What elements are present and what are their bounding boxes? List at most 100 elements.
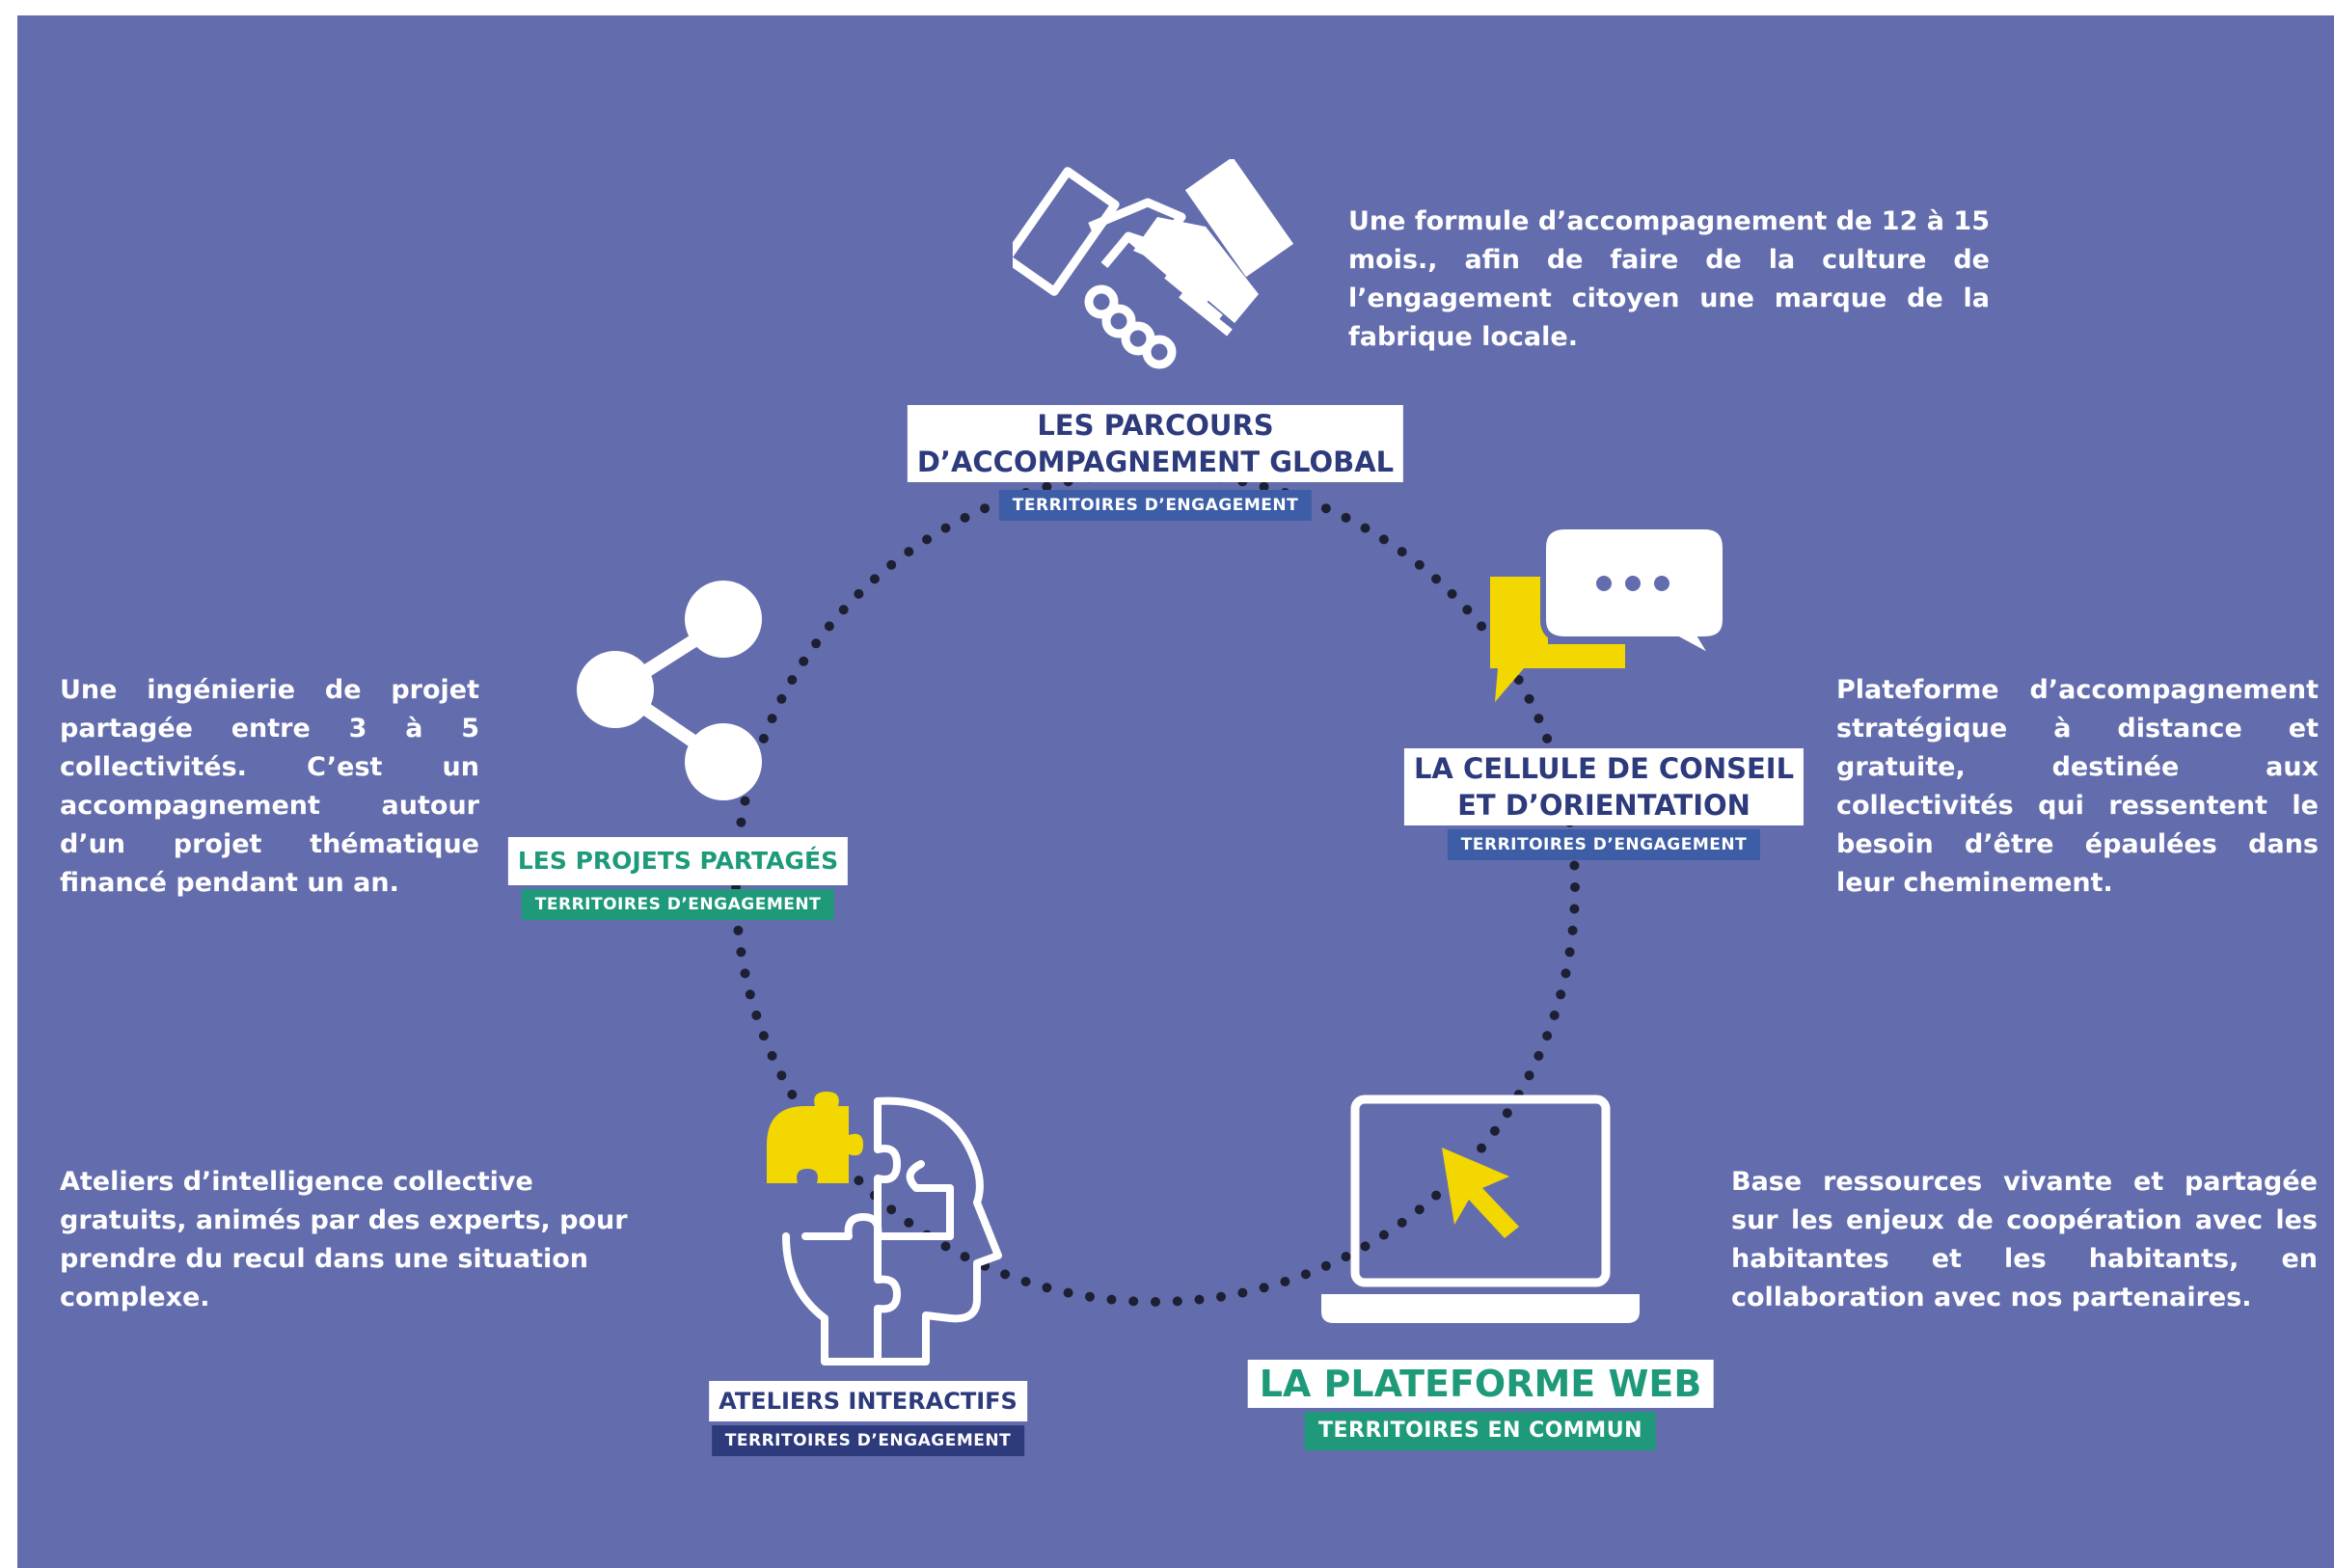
handshake-icon bbox=[1013, 159, 1294, 369]
ring-dot bbox=[1414, 559, 1425, 570]
ring-dot bbox=[811, 638, 822, 649]
ring-dot bbox=[904, 1217, 914, 1228]
ring-dot bbox=[733, 925, 744, 935]
plateforme-tag: TERRITOIRES EN COMMUN bbox=[1305, 1412, 1656, 1450]
parcours-title-line1: LES PARCOURS bbox=[1037, 409, 1274, 442]
ring-dot bbox=[1237, 1287, 1248, 1298]
ring-dot bbox=[1564, 947, 1575, 958]
ring-dot bbox=[1042, 1283, 1052, 1293]
ring-dot bbox=[1570, 882, 1580, 892]
ring-dot bbox=[740, 968, 750, 979]
ring-dot bbox=[1378, 1230, 1389, 1240]
ring-dot bbox=[1431, 574, 1442, 584]
ring-dot bbox=[824, 621, 834, 632]
ateliers-title: ATELIERS INTERACTIFS bbox=[709, 1381, 1027, 1421]
ring-dot bbox=[1063, 1287, 1073, 1298]
ring-dot bbox=[1556, 989, 1566, 1000]
ring-dot bbox=[1259, 1283, 1269, 1293]
ring-dot bbox=[751, 1010, 762, 1020]
ring-dot bbox=[1542, 733, 1553, 743]
ring-dot bbox=[1300, 1269, 1311, 1280]
ring-dot bbox=[1542, 1031, 1553, 1041]
ring-dot bbox=[1502, 1108, 1512, 1119]
cellule-description: Plateforme d’accompagnement stratégique … bbox=[1836, 675, 2319, 898]
ring-dot bbox=[1561, 968, 1571, 979]
parcours-title: LES PARCOURS D’ACCOMPAGNEMENT GLOBAL bbox=[907, 405, 1404, 482]
ring-dot bbox=[1567, 925, 1578, 935]
ring-dot bbox=[767, 714, 777, 724]
puzzle-head-icon bbox=[767, 1092, 1002, 1365]
ring-dot bbox=[736, 817, 746, 827]
ring-dot bbox=[960, 512, 970, 523]
ring-dot bbox=[1397, 547, 1407, 557]
ring-dot bbox=[1569, 860, 1580, 871]
ring-dot bbox=[1378, 534, 1389, 545]
ring-dot bbox=[1477, 1143, 1487, 1153]
cellule-tag: TERRITOIRES D’ENGAGEMENT bbox=[1447, 829, 1761, 860]
ring-dot bbox=[1085, 1291, 1095, 1302]
ring-dot bbox=[1128, 1296, 1139, 1307]
projets-title: LES PROJETS PARTAGÉS bbox=[507, 837, 849, 885]
cellule-label: LA CELLULE DE CONSEIL ET D’ORIENTATION T… bbox=[1403, 748, 1805, 860]
ring-dot bbox=[1462, 605, 1473, 615]
ring-dot bbox=[1151, 1297, 1160, 1307]
ring-dot bbox=[886, 1204, 897, 1215]
ring-dot bbox=[1106, 1294, 1117, 1305]
ring-dot bbox=[1216, 1291, 1226, 1302]
ring-dot bbox=[776, 1070, 787, 1081]
chat-bubbles-icon bbox=[1490, 524, 1728, 702]
ring-dot bbox=[1489, 1125, 1500, 1136]
ring-dot bbox=[1341, 512, 1351, 523]
ring-dot bbox=[758, 1031, 769, 1041]
parcours-label: LES PARCOURS D’ACCOMPAGNEMENT GLOBAL TER… bbox=[907, 405, 1404, 521]
ring-dot bbox=[854, 1176, 864, 1186]
ring-dot bbox=[758, 733, 769, 743]
laptop-cursor-icon bbox=[1321, 1095, 1640, 1323]
ring-dot bbox=[940, 1241, 951, 1252]
ring-dot bbox=[1533, 1050, 1544, 1061]
ring-dot bbox=[1020, 1277, 1031, 1286]
ring-dot bbox=[1569, 904, 1580, 914]
ring-dot bbox=[904, 547, 914, 557]
ring-dot bbox=[1513, 675, 1524, 685]
ring-dot bbox=[1341, 1252, 1351, 1262]
ring-dot bbox=[787, 675, 798, 685]
plateforme-title: LA PLATEFORME WEB bbox=[1247, 1360, 1714, 1408]
ring-dot bbox=[1524, 1070, 1534, 1081]
ring-dot bbox=[960, 1252, 970, 1262]
ring-dot bbox=[767, 1050, 777, 1061]
ring-dot bbox=[1172, 1296, 1182, 1307]
ring-dot bbox=[799, 656, 809, 666]
ring-dot bbox=[1259, 481, 1269, 492]
parcours-description: Une formule d’accompagnement de 12 à 15 … bbox=[1348, 206, 1990, 352]
ring-dot bbox=[1320, 503, 1331, 514]
cellule-title-line2: ET D’ORIENTATION bbox=[1457, 789, 1750, 822]
plateforme-label: LA PLATEFORME WEB TERRITOIRES EN COMMUN bbox=[1247, 1360, 1714, 1450]
ring-dot bbox=[1320, 1260, 1331, 1271]
ring-dot bbox=[1414, 1204, 1425, 1215]
ring-dot bbox=[1000, 1269, 1011, 1280]
ring-dot bbox=[922, 534, 933, 545]
plateforme-description: Base ressources vivante et partagée sur … bbox=[1731, 1167, 2318, 1312]
ring-dot bbox=[740, 796, 750, 806]
ring-dot bbox=[787, 1090, 798, 1099]
ateliers-tag: TERRITOIRES D’ENGAGEMENT bbox=[711, 1425, 1025, 1456]
ring-dot bbox=[838, 605, 849, 615]
ring-dot bbox=[1194, 1294, 1205, 1305]
ring-dot bbox=[776, 693, 787, 704]
ring-dot bbox=[980, 503, 991, 514]
projets-description: Une ingénierie de projet partagée entre … bbox=[60, 675, 479, 898]
ring-dot bbox=[854, 588, 864, 599]
ring-dot bbox=[1477, 621, 1487, 632]
ring-dot bbox=[869, 574, 880, 584]
cellule-title: LA CELLULE DE CONSEIL ET D’ORIENTATION bbox=[1403, 748, 1805, 825]
projets-label: LES PROJETS PARTAGÉS TERRITOIRES D’ENGAG… bbox=[507, 837, 849, 920]
ateliers-description: Ateliers d’intelligence collective gratu… bbox=[60, 1167, 628, 1312]
ring-dot bbox=[1447, 588, 1457, 599]
ring-dot bbox=[1431, 1190, 1442, 1201]
ring-dot bbox=[1280, 1277, 1290, 1286]
ring-dot bbox=[736, 947, 746, 958]
ring-dot bbox=[940, 523, 951, 533]
cellule-title-line1: LA CELLULE DE CONSEIL bbox=[1413, 752, 1795, 785]
parcours-tag: TERRITOIRES D’ENGAGEMENT bbox=[998, 490, 1313, 521]
